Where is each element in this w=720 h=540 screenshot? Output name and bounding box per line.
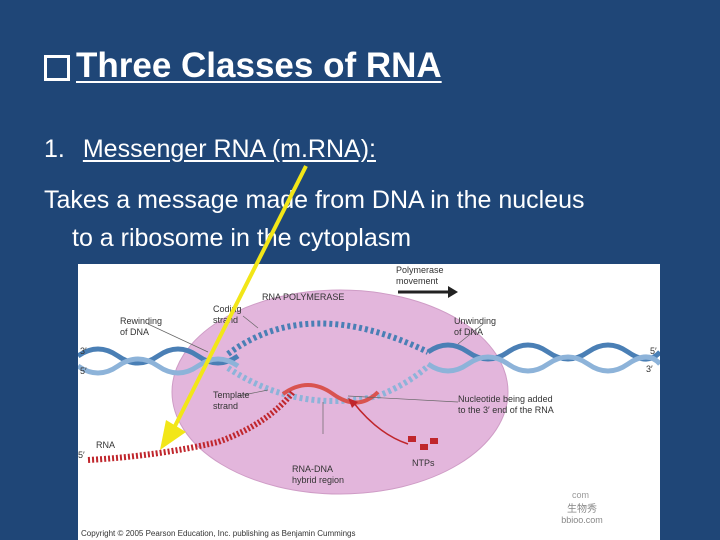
list-item-mrna: 1. Messenger RNA (m.RNA): (44, 135, 376, 164)
ntp-molecules (408, 436, 438, 450)
watermark-zh: 生物秀 (567, 504, 597, 515)
checkbox-bullet-icon (44, 55, 70, 81)
description-line-2: to a ribosome in the cytoplasm (72, 224, 412, 252)
label-ntps: NTPs (412, 458, 435, 468)
label-left-3prime: 3′ (80, 346, 87, 356)
slide-title-text: Three Classes of RNA (76, 46, 442, 85)
label-rna: RNA (96, 440, 116, 450)
label-rna-5prime: 5′ (78, 450, 85, 460)
slide-title: Three Classes of RNA (44, 46, 442, 86)
watermark-logo: com 生物秀 bbioo.com (554, 450, 610, 530)
ntp-arrowhead-icon (348, 398, 358, 408)
mrna-description: Takes a message made from DNA in the nuc… (44, 181, 684, 257)
description-line-1: Takes a message made from DNA in the nuc… (44, 186, 585, 214)
list-term: Messenger RNA (m.RNA): (82, 135, 376, 163)
watermark-url: bbioo.com (561, 515, 603, 525)
dna-helix-right (426, 342, 660, 374)
ntp-arrow (352, 401, 409, 445)
polymerase-movement-arrow-icon (448, 286, 458, 298)
label-right-5prime: 5′ (650, 346, 657, 356)
template-strand (226, 363, 431, 405)
watermark-top: com (572, 490, 590, 500)
coding-strand (226, 320, 430, 357)
label-rna-polymerase: RNA POLYMERASE (262, 292, 345, 302)
label-left-5prime: 5′ (80, 366, 87, 376)
copyright-text: Copyright © 2005 Pearson Education, Inc.… (81, 529, 356, 538)
label-right-3prime: 3′ (646, 364, 653, 374)
list-number: 1. (44, 135, 65, 163)
